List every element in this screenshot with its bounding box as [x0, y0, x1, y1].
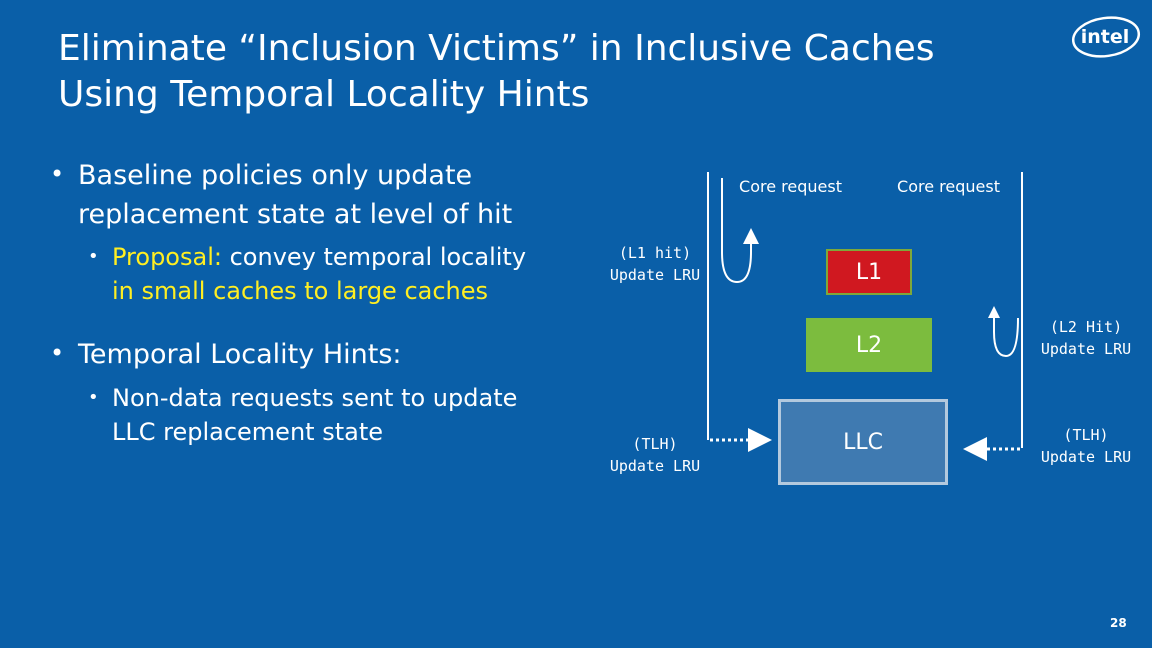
sub-bullet-dot-1: • — [88, 246, 99, 267]
sub-bullet-1-line-1: Proposal: convey temporal locality — [112, 240, 526, 274]
proposal-highlight: Proposal: — [112, 243, 222, 271]
l2-hit-arrow — [993, 317, 1019, 358]
sub-bullet-2-line-1: Non-data requests sent to update — [112, 384, 518, 412]
sub-bullet-1: Proposal: convey temporal locality in sm… — [112, 240, 526, 308]
l1-hit-arrow — [721, 178, 759, 284]
l2-cache-box: L2 — [806, 318, 932, 372]
tlh-label-left-line-1: (TLH) — [632, 435, 678, 453]
tlh-label-left: (TLH) Update LRU — [596, 433, 714, 477]
proposal-text: convey temporal locality — [221, 243, 527, 271]
l2-hit-label-line-2: Update LRU — [1040, 340, 1132, 358]
tlh-label-right-line-2: Update LRU — [1040, 448, 1132, 466]
tlh-label-left-line-2: Update LRU — [609, 457, 701, 475]
bullet-2-text: Temporal Locality Hints: — [78, 339, 402, 370]
sub-bullet-dot-2: • — [88, 387, 99, 408]
l2-hit-label-line-1: (L2 Hit) — [1049, 318, 1123, 336]
l2-hit-arrowhead — [988, 306, 1000, 318]
bullet-1-line-1: Baseline policies only update — [78, 160, 473, 191]
l1-hit-label-line-2: Update LRU — [609, 266, 701, 284]
core-request-label-right: Core request — [897, 177, 1000, 196]
title-line-1: Eliminate “Inclusion Victims” in Inclusi… — [58, 28, 935, 69]
l1-hit-label: (L1 hit) Update LRU — [596, 242, 714, 286]
bullet-1: Baseline policies only update replacemen… — [78, 156, 512, 234]
sub-bullet-2: Non-data requests sent to update LLC rep… — [112, 381, 517, 449]
bullet-1-line-2: replacement state at level of hit — [78, 199, 513, 230]
l1-cache-box: L1 — [826, 249, 912, 295]
bullet-dot-2: • — [50, 339, 65, 367]
slide-title: Eliminate “Inclusion Victims” in Inclusi… — [58, 26, 1038, 118]
page-number: 28 — [1110, 616, 1127, 630]
l2-hit-label: (L2 Hit) Update LRU — [1028, 316, 1144, 360]
title-line-2: Using Temporal Locality Hints — [58, 74, 590, 115]
sub-bullet-1-line-2: in small caches to large caches — [112, 277, 489, 305]
sub-bullet-2-line-2: LLC replacement state — [112, 418, 383, 446]
intel-logo: intel — [1071, 16, 1141, 58]
l1-hit-label-line-1: (L1 hit) — [618, 244, 692, 262]
bullet-2: Temporal Locality Hints: — [78, 335, 402, 374]
intel-logo-text: intel — [1081, 26, 1130, 48]
tlh-label-right-line-1: (TLH) — [1063, 426, 1109, 444]
tlh-label-right: (TLH) Update LRU — [1028, 424, 1144, 468]
llc-cache-box: LLC — [778, 399, 948, 485]
bullet-dot-1: • — [50, 160, 65, 188]
core-request-label-left: Core request — [739, 177, 842, 196]
